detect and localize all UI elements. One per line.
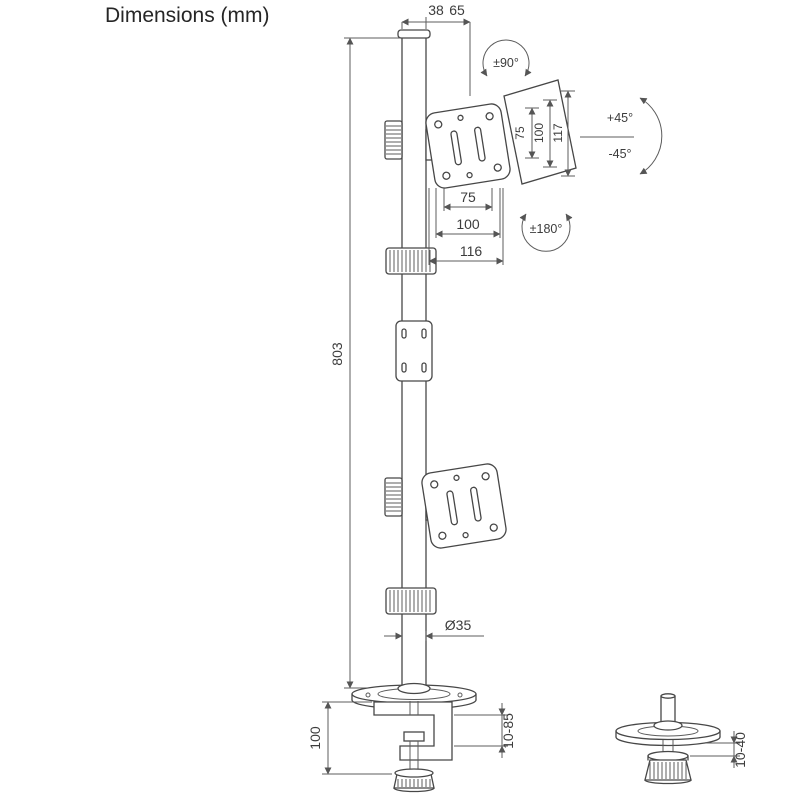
label-tilt-up: +45° — [607, 111, 633, 125]
dim-grommet-range-group: 10-40 — [690, 731, 748, 768]
dim-clamp-range: 10-85 — [500, 713, 516, 749]
grommet-washer — [647, 750, 689, 762]
dim-front-group: 75 100 116 — [428, 188, 504, 265]
dim-diameter: Ø35 — [445, 617, 472, 633]
clamp-screw — [409, 741, 419, 773]
dim-top-38: 38 — [428, 2, 444, 18]
clamp-pad — [403, 731, 425, 742]
side-plate — [503, 79, 577, 185]
dim-side-100: 100 — [532, 123, 546, 143]
dim-side-117: 117 — [551, 123, 565, 142]
upper-arm-knob — [384, 120, 403, 160]
dim-clamp-range-group: 10-85 — [454, 703, 516, 758]
grommet-base — [615, 693, 721, 747]
lower-arm-knob — [384, 477, 403, 517]
lower-vesa-plate — [419, 461, 509, 551]
pole-collar-lower — [385, 587, 437, 615]
dim-grommet-range: 10-40 — [732, 732, 748, 768]
spacer-bracket — [395, 320, 433, 382]
dim-clamp-height-group: 100 — [307, 701, 392, 775]
tilt-arc-icon — [639, 97, 663, 175]
dim-front-116: 116 — [460, 243, 483, 259]
rotate-annotation: ±180° — [519, 213, 573, 252]
pole-cap — [397, 29, 431, 39]
upper-vesa-plate — [423, 101, 513, 191]
label-tilt-down: -45° — [608, 147, 631, 161]
rotate-arc-icon — [519, 213, 573, 252]
desk-clamp-base — [351, 682, 477, 710]
swivel-annotation: ±90° — [480, 39, 532, 77]
dim-front-75: 75 — [460, 189, 476, 205]
dim-side-group: 75 100 117 — [513, 90, 575, 177]
dim-top-group: 38 65 — [401, 2, 471, 96]
label-rotate: ±180° — [530, 222, 563, 236]
dim-top-65: 65 — [449, 2, 465, 18]
dim-pole-height: 803 — [329, 342, 345, 366]
dim-side-75: 75 — [513, 126, 527, 140]
dim-front-100: 100 — [456, 216, 480, 232]
dim-clamp-100: 100 — [307, 726, 323, 750]
swivel-arc-icon — [480, 39, 532, 77]
dim-diameter-group: Ø35 — [384, 617, 484, 641]
clamp-body — [373, 701, 453, 773]
label-swivel: ±90° — [493, 56, 519, 70]
tilt-annotation: +45° -45° — [580, 97, 663, 175]
page-title: Dimensions (mm) — [105, 4, 270, 27]
clamp-knob — [393, 768, 435, 793]
grommet-knob — [644, 759, 692, 785]
